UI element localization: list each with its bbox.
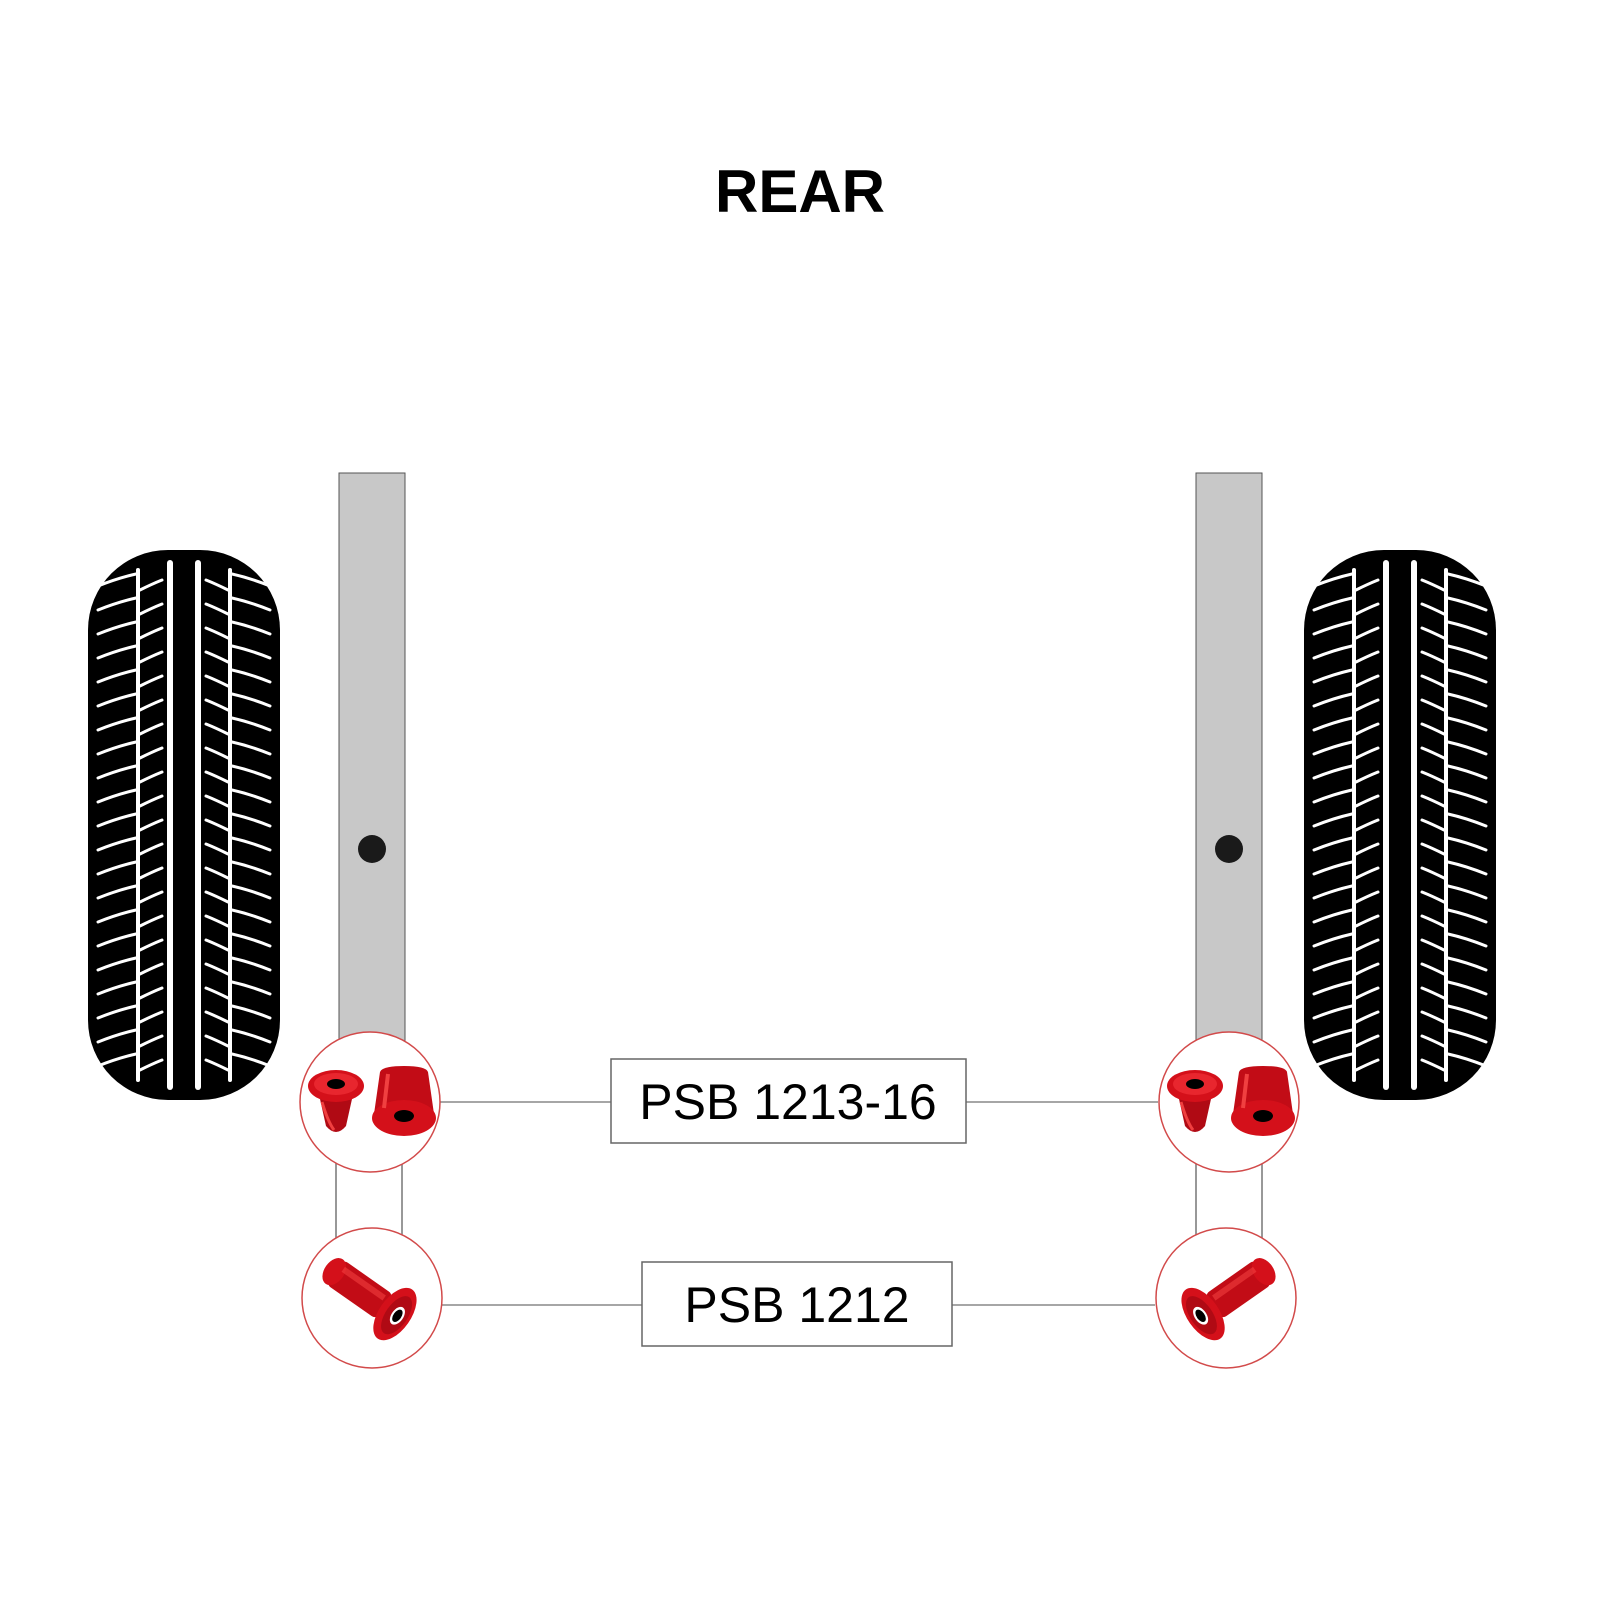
upper-left-callout: [299, 1031, 441, 1173]
right-frame-rail: [1195, 472, 1263, 1044]
upper-right-callout: [1158, 1031, 1300, 1173]
upper-part-label: PSB 1213-16: [610, 1058, 967, 1144]
right-tire-icon: [1304, 550, 1496, 1100]
left-tire-icon: [88, 550, 280, 1100]
right-mount-bolt-icon: [1215, 835, 1243, 863]
left-frame-rail: [338, 472, 406, 1044]
lower-part-label: PSB 1212: [641, 1261, 953, 1347]
left-shackle-link: [335, 1159, 403, 1241]
left-mount-bolt-icon: [358, 835, 386, 863]
lower-left-callout: [301, 1227, 443, 1369]
upper-part-number: PSB 1213-16: [639, 1074, 936, 1130]
right-shackle-link: [1195, 1159, 1263, 1241]
diagram-title: REAR: [715, 158, 885, 225]
lower-part-number: PSB 1212: [684, 1277, 909, 1333]
lower-right-callout: [1155, 1227, 1297, 1369]
